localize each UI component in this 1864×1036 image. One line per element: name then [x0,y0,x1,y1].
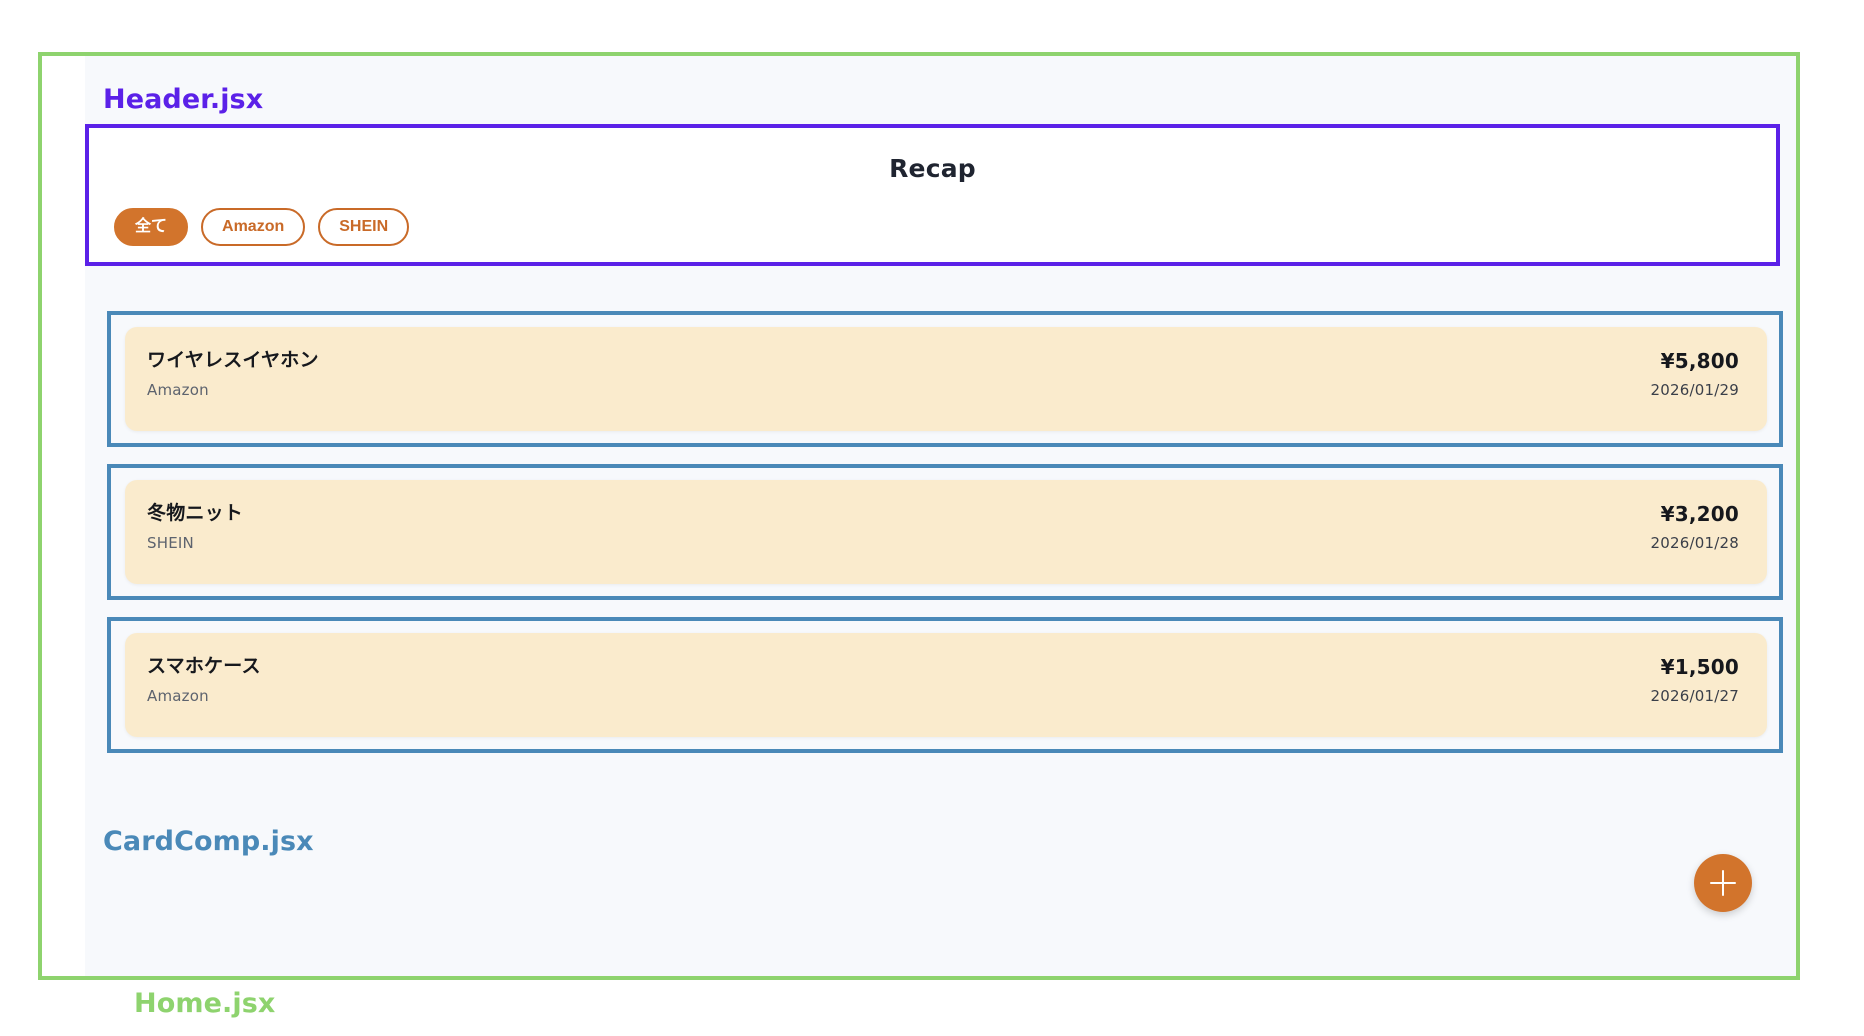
filter-chip-shein[interactable]: SHEIN [318,208,410,246]
card-list: ワイヤレスイヤホン Amazon ¥5,800 2026/01/29 冬物ニット… [107,311,1783,770]
card-primary-info: 冬物ニット SHEIN [147,502,243,552]
filter-chip-group: 全て Amazon SHEIN [114,208,410,246]
card-date: 2026/01/27 [1650,687,1739,705]
filter-chip-all[interactable]: 全て [114,208,189,246]
annotation-label-header: Header.jsx [103,84,264,115]
card-secondary-info: ¥5,800 2026/01/29 [1651,349,1739,399]
card-price: ¥3,200 [1660,502,1739,526]
card-secondary-info: ¥3,200 2026/01/28 [1651,502,1739,552]
card-price: ¥1,500 [1660,655,1739,679]
card-date: 2026/01/28 [1650,534,1739,552]
card-title: ワイヤレスイヤホン [147,349,319,371]
list-item[interactable]: スマホケース Amazon ¥1,500 2026/01/27 [125,633,1767,737]
annotation-box-cardcomp: 冬物ニット SHEIN ¥3,200 2026/01/28 [107,464,1783,600]
filter-chip-amazon[interactable]: Amazon [201,208,306,246]
card-title: 冬物ニット [147,502,244,524]
list-item[interactable]: 冬物ニット SHEIN ¥3,200 2026/01/28 [125,480,1767,584]
card-primary-info: スマホケース Amazon [147,655,261,705]
annotation-box-cardcomp: スマホケース Amazon ¥1,500 2026/01/27 [107,617,1783,753]
card-secondary-info: ¥1,500 2026/01/27 [1651,655,1739,705]
card-title: スマホケース [147,655,261,677]
annotation-box-header: Recap 全て Amazon SHEIN [85,124,1780,266]
card-primary-info: ワイヤレスイヤホン Amazon [147,349,319,399]
add-item-button[interactable] [1694,854,1752,912]
annotation-label-home: Home.jsx [134,988,276,1019]
annotation-label-cardcomp: CardComp.jsx [103,826,314,857]
app-header: Recap 全て Amazon SHEIN [89,128,1776,262]
list-item[interactable]: ワイヤレスイヤホン Amazon ¥5,800 2026/01/29 [125,327,1767,431]
plus-icon [1710,870,1736,896]
card-shop-name: Amazon [147,686,209,705]
card-shop-name: Amazon [147,380,209,399]
page-title: Recap [889,154,976,183]
card-shop-name: SHEIN [147,533,194,552]
card-date: 2026/01/29 [1650,381,1739,399]
card-price: ¥5,800 [1660,349,1739,373]
annotation-box-cardcomp: ワイヤレスイヤホン Amazon ¥5,800 2026/01/29 [107,311,1783,447]
